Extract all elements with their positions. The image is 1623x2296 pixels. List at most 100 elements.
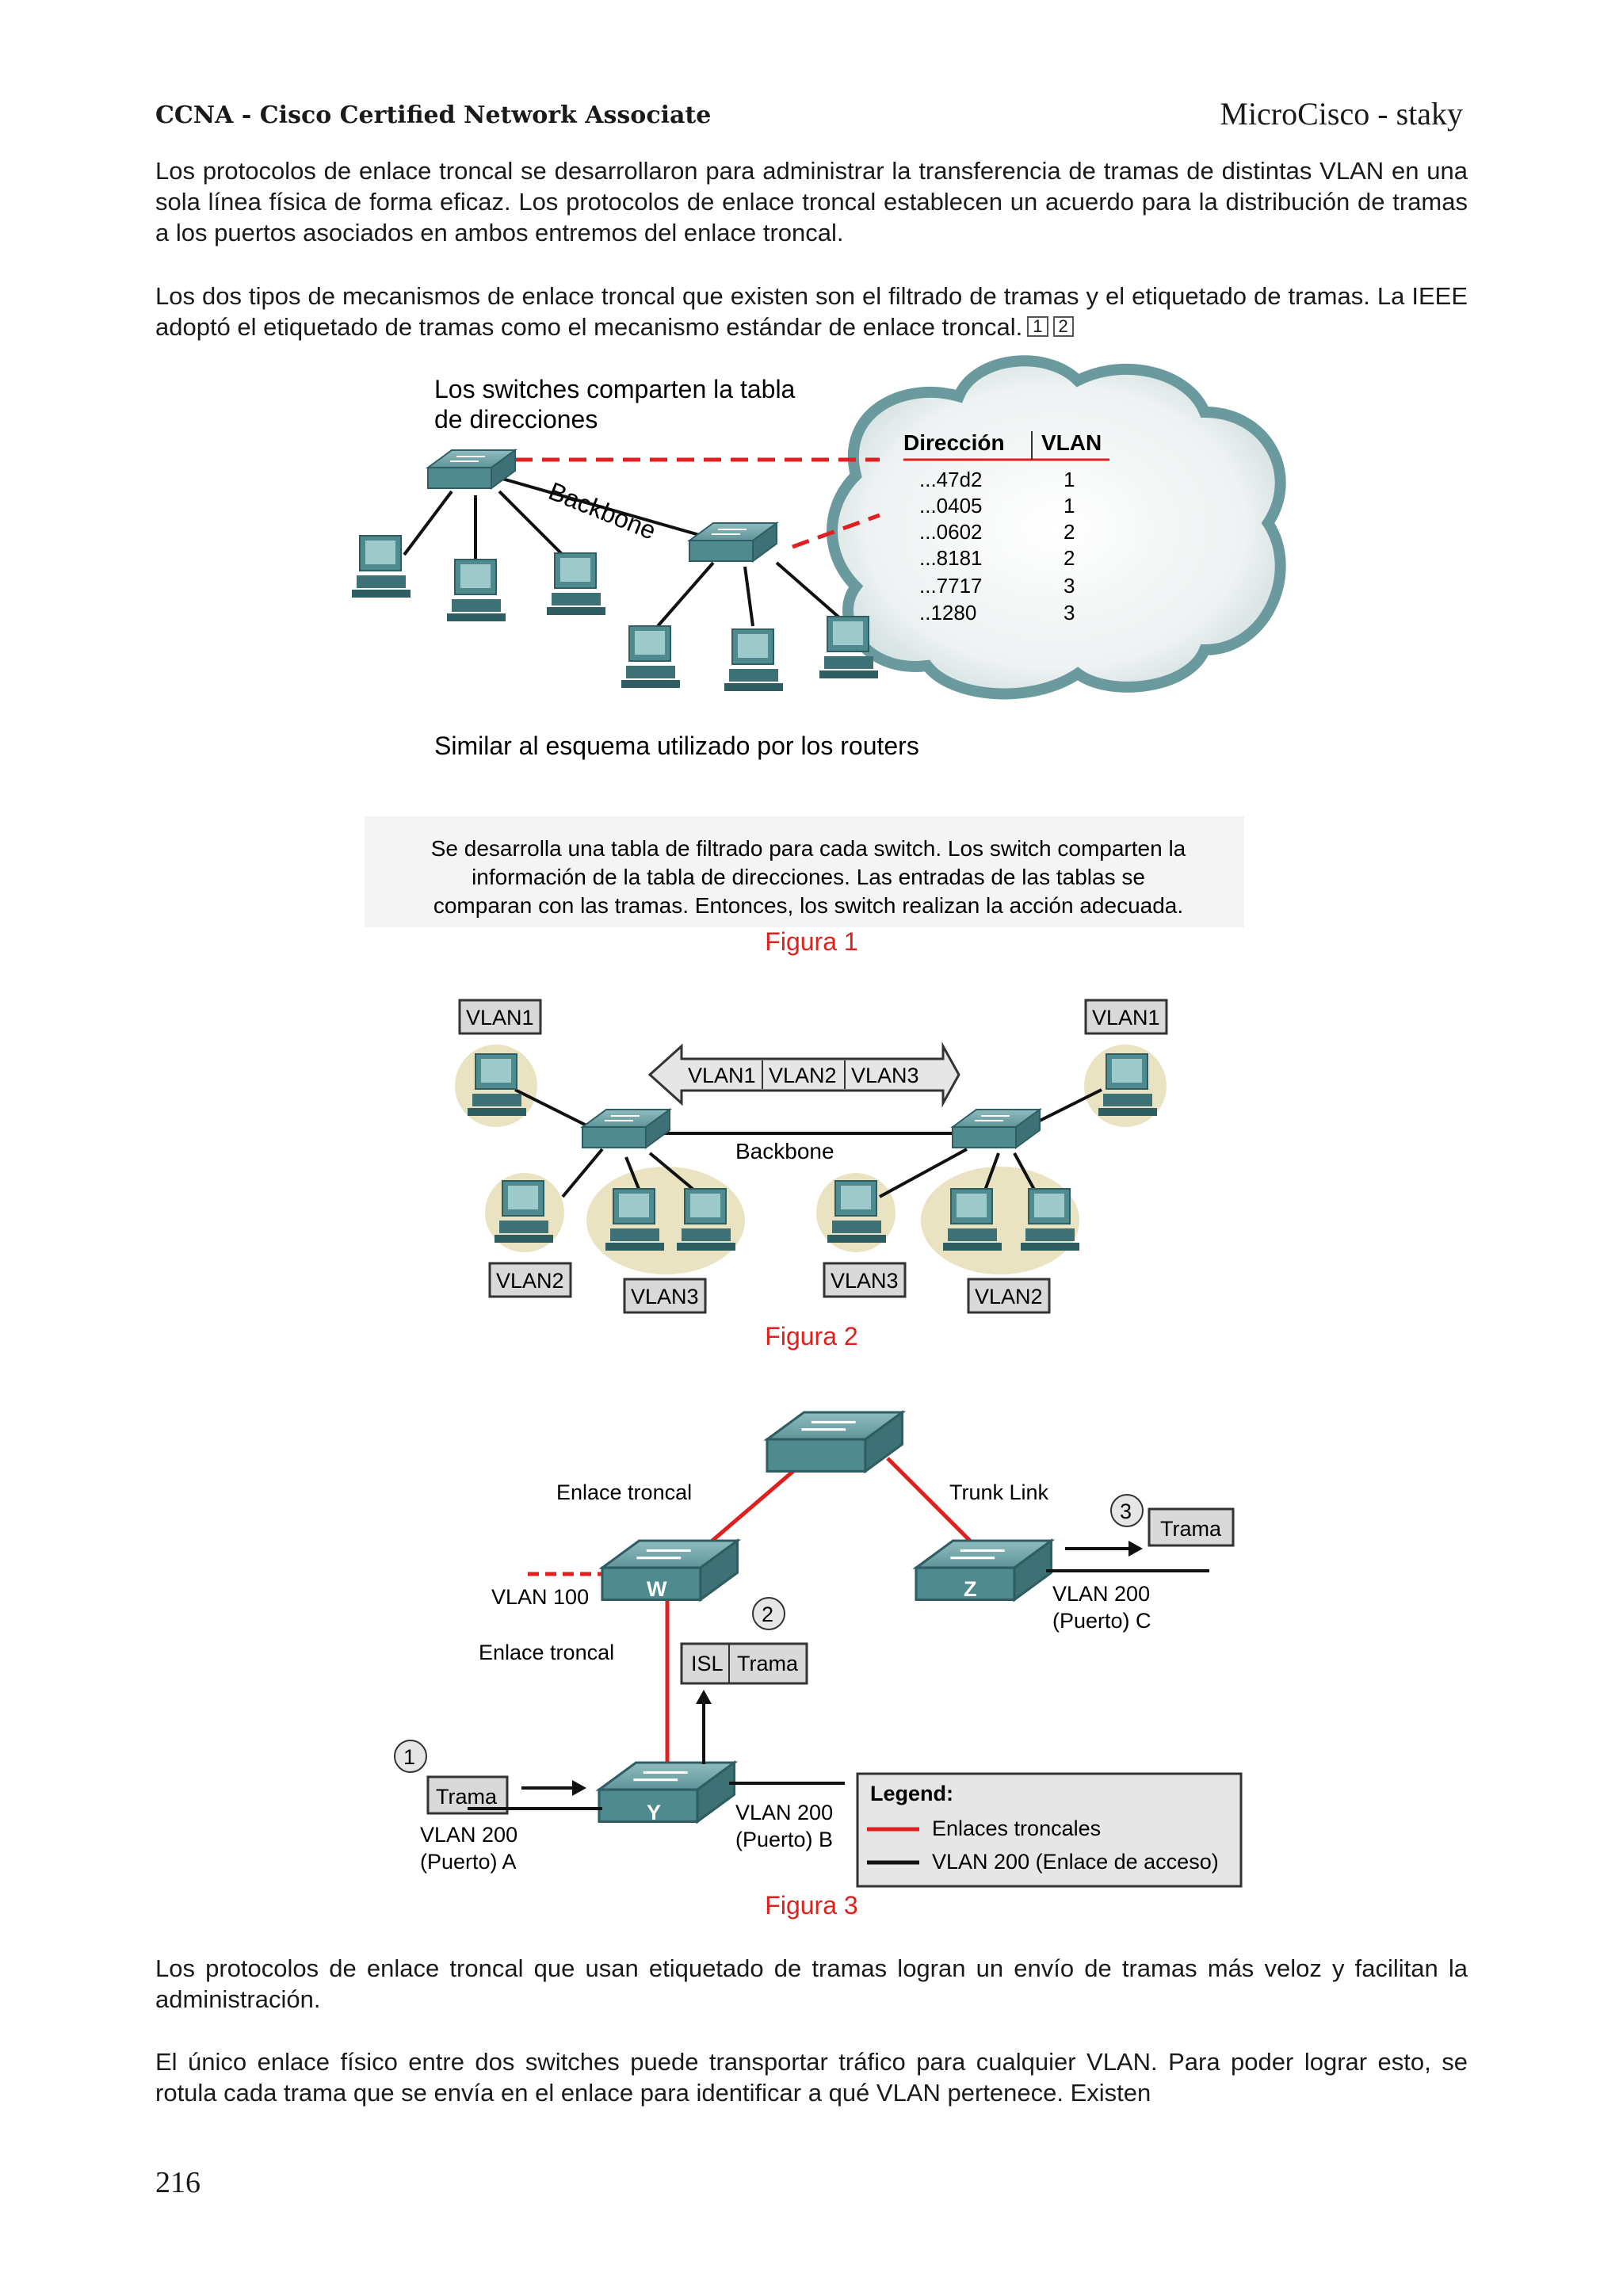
table-header-address: Dirección bbox=[903, 430, 1005, 455]
trama-box-1: Trama bbox=[436, 1785, 498, 1809]
table-row-address: ...7717 bbox=[919, 574, 983, 598]
table-row-vlan: 2 bbox=[1064, 546, 1075, 570]
trama-box-3: Trama bbox=[1160, 1517, 1222, 1541]
vlan-label: VLAN2 bbox=[975, 1285, 1043, 1308]
figure1-desc-box bbox=[365, 816, 1244, 927]
switch-icon bbox=[952, 1109, 1041, 1148]
figure2-caption: Figura 2 bbox=[765, 1322, 858, 1350]
pc-icon bbox=[351, 535, 411, 598]
switch-z-icon bbox=[915, 1539, 1053, 1601]
enlace-troncal-label-2: Enlace troncal bbox=[479, 1641, 614, 1664]
pc-icon bbox=[1098, 1053, 1158, 1117]
vlan-label: VLAN2 bbox=[496, 1269, 564, 1293]
vlan-label: VLAN1 bbox=[1092, 1006, 1160, 1030]
step2-badge: 2 bbox=[762, 1603, 773, 1626]
table-row-vlan: 3 bbox=[1064, 601, 1075, 625]
switch-icon bbox=[582, 1109, 670, 1148]
table-row-address: ..1280 bbox=[919, 601, 976, 625]
vlan-bubble bbox=[921, 1167, 1079, 1274]
pc-icon bbox=[1020, 1188, 1080, 1251]
paragraph-3: Los protocolos de enlace troncal que usa… bbox=[155, 1954, 1468, 2013]
address-table: ...47d2 1 ...0405 1 ...0602 2 ...8181 2 … bbox=[919, 468, 1075, 625]
enlace-troncal-label: Enlace troncal bbox=[556, 1480, 692, 1504]
backbone-line bbox=[491, 474, 714, 541]
switch-w-label: W bbox=[647, 1577, 667, 1601]
vlan-bubble bbox=[816, 1173, 896, 1252]
table-row-address: ...47d2 bbox=[919, 468, 983, 491]
step1-badge: 1 bbox=[403, 1745, 415, 1769]
table-header-vlan: VLAN bbox=[1041, 430, 1102, 455]
vlan100-label: VLAN 100 bbox=[491, 1585, 589, 1609]
switch-y-label: Y bbox=[647, 1801, 661, 1824]
trunk-line bbox=[696, 1457, 810, 1555]
paragraph-1: Los protocolos de enlace troncal se desa… bbox=[155, 157, 1468, 246]
vlan-bubble bbox=[1084, 1045, 1167, 1127]
vlan200-c-line1: VLAN 200 bbox=[1052, 1582, 1150, 1606]
pc-icon bbox=[827, 1180, 887, 1244]
table-row-address: ...0405 bbox=[919, 494, 983, 518]
pc-icon bbox=[724, 628, 784, 692]
address-cloud bbox=[827, 355, 1286, 700]
switch-icon bbox=[427, 449, 516, 489]
vlan-bubble bbox=[586, 1167, 745, 1274]
figure1-caption: Figura 1 bbox=[765, 927, 858, 956]
pc-icon bbox=[621, 625, 681, 689]
paragraph-2: Los dos tipos de mecanismos de enlace tr… bbox=[155, 281, 1468, 342]
pc-icon bbox=[605, 1188, 665, 1251]
paragraph-2-text: Los dos tipos de mecanismos de enlace tr… bbox=[155, 282, 1468, 341]
arrow-vlan1: VLAN1 bbox=[688, 1064, 756, 1087]
vlan-label: VLAN1 bbox=[466, 1006, 534, 1030]
trunk-line bbox=[886, 1457, 984, 1555]
legend-title: Legend: bbox=[870, 1782, 953, 1805]
table-row-vlan: 2 bbox=[1064, 520, 1075, 544]
header-title: CCNA - Cisco Certified Network Associate bbox=[155, 101, 712, 129]
vlan-label: VLAN3 bbox=[631, 1285, 699, 1308]
trunk-arrow bbox=[647, 1041, 960, 1108]
switch-y-icon bbox=[598, 1761, 736, 1823]
vlan200-a-line2: (Puerto) A bbox=[420, 1850, 517, 1874]
vlan200-c-line2: (Puerto) C bbox=[1052, 1609, 1151, 1633]
pc-icon bbox=[494, 1180, 554, 1244]
trama-box-2: Trama bbox=[737, 1652, 799, 1675]
pc-icon bbox=[819, 616, 879, 679]
switch-w-icon bbox=[601, 1539, 739, 1601]
figure1-title-line2: de direcciones bbox=[434, 405, 598, 434]
legend-red-label: Enlaces troncales bbox=[932, 1817, 1101, 1840]
backbone-label: Backbone bbox=[544, 476, 659, 545]
dashed-link-2 bbox=[792, 513, 880, 549]
table-row-vlan: 3 bbox=[1064, 574, 1075, 598]
pc-icon bbox=[546, 552, 606, 616]
pc-icon bbox=[446, 559, 506, 622]
pc-icon bbox=[676, 1188, 736, 1251]
arrow-vlan2: VLAN2 bbox=[769, 1064, 837, 1087]
switch-z-label: Z bbox=[964, 1577, 977, 1601]
figure1-desc-line1: Se desarrolla una tabla de filtrado para… bbox=[431, 836, 1186, 861]
figure1-bottom-text: Similar al esquema utilizado por los rou… bbox=[434, 732, 919, 760]
pc-icon bbox=[467, 1053, 527, 1117]
vlan200-b-line2: (Puerto) B bbox=[735, 1828, 833, 1851]
table-row-address: ...8181 bbox=[919, 546, 983, 570]
vlan200-a-line1: VLAN 200 bbox=[420, 1823, 517, 1847]
vlan200-b-line1: VLAN 200 bbox=[735, 1801, 833, 1824]
figure3-caption: Figura 3 bbox=[765, 1891, 858, 1920]
switch-icon bbox=[689, 522, 777, 562]
page-number: 216 bbox=[155, 2166, 200, 2199]
figure1-title-line1: Los switches comparten la tabla bbox=[434, 375, 796, 403]
figure1-desc-line2: información de la tabla de direcciones. … bbox=[472, 865, 1145, 889]
step3-badge: 3 bbox=[1120, 1499, 1132, 1523]
table-row-vlan: 1 bbox=[1064, 468, 1075, 491]
legend-box bbox=[856, 1772, 1243, 1888]
legend-black-label: VLAN 200 (Enlace de acceso) bbox=[932, 1850, 1219, 1874]
figure2-backbone-label: Backbone bbox=[735, 1139, 834, 1163]
ref-link-1[interactable]: 1 bbox=[1027, 316, 1048, 337]
trunk-link-label: Trunk Link bbox=[949, 1480, 1049, 1504]
vlan-label: VLAN3 bbox=[831, 1269, 899, 1293]
header-author: MicroCisco - staky bbox=[1220, 96, 1463, 132]
core-switch-icon bbox=[766, 1411, 904, 1473]
table-row-address: ...0602 bbox=[919, 520, 983, 544]
ref-link-2[interactable]: 2 bbox=[1052, 316, 1074, 337]
paragraph-4: El único enlace físico entre dos switche… bbox=[155, 2048, 1468, 2107]
